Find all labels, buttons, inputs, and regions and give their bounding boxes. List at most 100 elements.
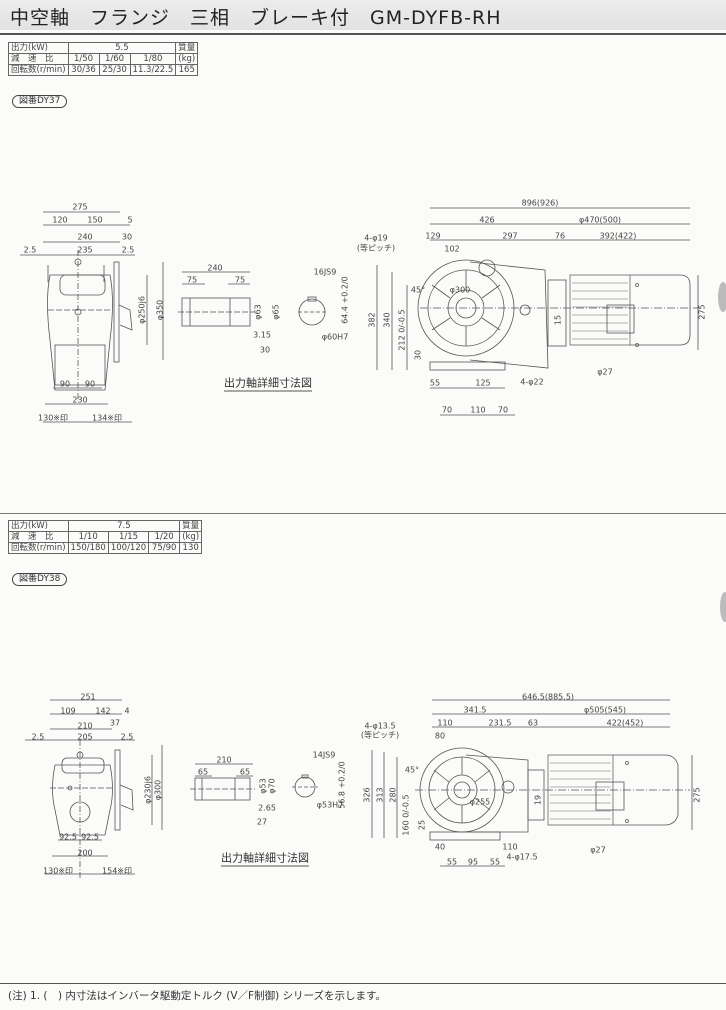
dimension-label: 65 <box>239 767 251 777</box>
dimension-label: 130※印 <box>43 866 73 876</box>
dimension-label: 2.5 <box>31 732 45 742</box>
ratio-cell: 1/60 <box>98 53 131 65</box>
gearbox-side-view-dy38 <box>25 699 163 880</box>
dimension-label: 80 <box>434 731 446 741</box>
gearmotor-front-view-dy37 <box>376 207 700 416</box>
dimension-label: 205 <box>77 732 93 742</box>
dimension-label: 341.5 <box>463 705 487 715</box>
dimension-label: 15 <box>553 314 563 326</box>
footer-divider <box>0 983 726 984</box>
dimension-label: 92.5 <box>81 832 99 842</box>
page-edge-mark <box>718 282 726 312</box>
dimension-label: 55 <box>429 378 441 388</box>
dimension-label: 102 <box>444 244 460 254</box>
gearbox-side-view-dy37 <box>20 211 164 423</box>
speed-cell: 100/120 <box>107 542 150 554</box>
dimension-label: 4-φ22 <box>520 377 544 387</box>
spec-table-dy37: 出力(kW) 5.5 質量 減 速 比 1/50 1/60 1/80 (kg) … <box>8 42 199 76</box>
speed-cell: 75/90 <box>148 542 181 554</box>
dimension-label: 4-φ17.5 <box>506 852 538 862</box>
dimension-label: φ60H7 <box>321 332 349 342</box>
dimension-label: φ250j6 <box>137 296 147 324</box>
dimension-label: φ27 <box>597 367 613 377</box>
dimension-label: φ53H7 <box>316 800 344 810</box>
dimension-label: 896(926) <box>521 198 559 208</box>
dimension-label: 240 <box>77 232 93 242</box>
dimension-label: 142 <box>95 706 111 716</box>
dimension-label: 231.5 <box>488 718 512 728</box>
dimension-label: φ65 <box>271 304 281 320</box>
dimension-label: 5 <box>127 215 133 225</box>
dimension-label: 30 <box>413 349 423 361</box>
dimension-label: 65 <box>197 767 209 777</box>
shaft-detail-dy38 <box>190 763 318 801</box>
dimension-label: 40 <box>434 842 446 852</box>
dimension-label: 109 <box>60 706 76 716</box>
dimension-label: 382 <box>367 312 377 328</box>
dimension-label: 64.4 +0.2/0 <box>340 276 350 324</box>
dimension-label: 55 <box>446 857 458 867</box>
dimension-label: 340 <box>382 312 392 328</box>
gearmotor-front-view-dy38 <box>371 699 693 867</box>
shaft-detail-dy37 <box>178 271 326 327</box>
dimension-label: 160 0/-0.5 <box>401 794 411 836</box>
dimension-label: 110 <box>437 718 453 728</box>
dimension-label: 125 <box>475 378 491 388</box>
figure-number-badge: 図番DY38 <box>12 573 68 586</box>
mass-value: 130 <box>179 542 203 554</box>
dimension-label: 92.5 <box>59 832 77 842</box>
dimension-label: 275 <box>697 304 707 320</box>
dimension-label: 2.5 <box>121 245 135 255</box>
dimension-label: φ63 <box>253 304 263 320</box>
section-divider <box>0 513 726 514</box>
dimension-label: 313 <box>375 787 385 803</box>
dimension-label: φ53 <box>258 778 268 794</box>
shaft-detail-caption: 出力軸詳細寸法図 <box>221 851 309 867</box>
dimension-label: 2.5 <box>120 732 134 742</box>
dimension-label: (等ピッチ) <box>360 730 400 740</box>
dimension-label: 275 <box>72 202 88 212</box>
dimension-label: 240 <box>207 263 223 273</box>
dimension-label: 70 <box>497 405 509 415</box>
dimension-label: 134※印 <box>92 413 122 423</box>
dimension-label: 646.5(885.5) <box>521 692 575 702</box>
mass-value: 165 <box>175 64 199 76</box>
dimension-label: 235 <box>77 245 93 255</box>
dimension-label: 14JS9 <box>312 750 336 760</box>
dimension-label: 129 <box>425 231 441 241</box>
footnote: (注) 1. ( ) 内寸法はインバータ駆動定トルク (V／F制御) シリーズを… <box>8 990 386 1002</box>
dimension-label: 275 <box>692 787 702 803</box>
shaft-detail-caption: 出力軸詳細寸法図 <box>224 376 312 392</box>
dimension-label: 210 <box>77 721 93 731</box>
dimension-label: 426 <box>479 215 495 225</box>
dimension-label: 45° <box>404 765 420 775</box>
dimension-label: 75 <box>186 275 198 285</box>
dimension-label: 30 <box>259 345 271 355</box>
dimension-label: φ470(500) <box>578 215 622 225</box>
dimension-label: 392(422) <box>599 231 637 241</box>
dimension-label: 95 <box>467 857 479 867</box>
dimension-label: φ300 <box>153 779 163 801</box>
dimension-label: 4 <box>124 706 130 716</box>
dimension-label: 280 <box>388 787 398 803</box>
dimension-label: 130※印 <box>38 413 68 423</box>
dimension-label: 76 <box>554 231 566 241</box>
dimension-label: 297 <box>502 231 518 241</box>
dimension-label: 251 <box>80 692 96 702</box>
dimension-label: 150 <box>87 215 103 225</box>
dimension-label: 230 <box>72 395 88 405</box>
dimension-label: φ70 <box>267 778 277 794</box>
dimension-label: 63 <box>527 718 539 728</box>
dimension-label: (等ピッチ) <box>356 243 396 253</box>
dimension-label: 210 <box>216 755 232 765</box>
dimension-label: φ27 <box>590 845 606 855</box>
dimension-label: φ230j6 <box>143 776 153 804</box>
speed-cell: 11.3/22.5 <box>129 64 177 76</box>
dimension-label: 90 <box>59 379 71 389</box>
dimension-label: 2.65 <box>258 803 276 813</box>
dimension-label: 212 0/-0.5 <box>397 309 407 351</box>
dimension-label: 110 <box>502 842 518 852</box>
dimension-label: 27 <box>256 817 268 827</box>
dimension-label: 37 <box>109 718 121 728</box>
dimension-label: 45° <box>410 285 426 295</box>
